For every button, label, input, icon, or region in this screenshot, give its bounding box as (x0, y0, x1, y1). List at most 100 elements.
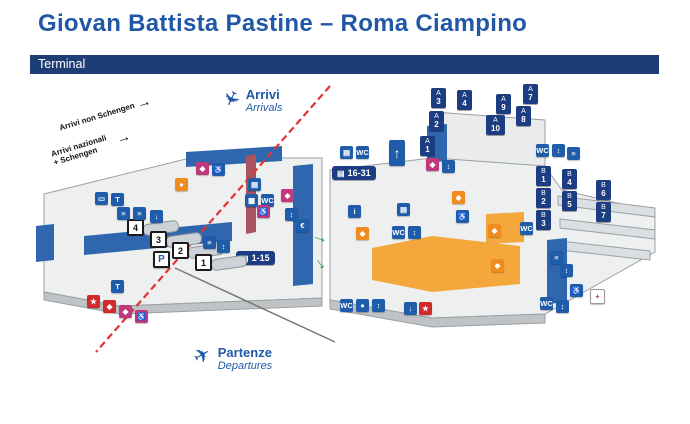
gate-letter: A (425, 138, 430, 145)
currency-exchange-icon: € (296, 219, 309, 232)
carousel-number: 4 (127, 219, 144, 236)
stairs-icon: ≡ (133, 207, 146, 220)
arrivals-label-en: Arrivals (245, 102, 283, 115)
down-arrow-icon: ↓ (150, 210, 163, 223)
shop-icon: ◆ (196, 162, 209, 175)
checkin-range-label: 16-31 (347, 168, 371, 178)
elevator-icon: ↕ (560, 264, 573, 277)
elevator-icon: ↕ (442, 160, 455, 173)
arrivals-walkway (186, 146, 282, 167)
gate-letter: B (541, 168, 546, 175)
checkin-desks-16-31-sign: ▤ 16-31 (332, 166, 376, 180)
first-aid-icon: + (590, 289, 605, 304)
shop-icon: ◆ (119, 305, 132, 318)
retail-area-main (372, 236, 520, 292)
gate-number: 7 (528, 93, 533, 102)
gate-letter: A (434, 113, 439, 120)
stairs-icon: ≡ (567, 147, 580, 160)
accessible-toilet-icon: ♿ (570, 284, 583, 297)
accessible-toilet-icon: ♿ (456, 210, 469, 223)
gate-number: 5 (567, 200, 572, 209)
gate-letter: B (541, 212, 546, 219)
gate-letter: B (601, 204, 606, 211)
security-icon: ★ (419, 302, 432, 315)
accessible-toilet-icon: ♿ (212, 163, 225, 176)
checkin-desk-icon: ▤ (337, 168, 345, 178)
shop-icon: ◆ (281, 189, 294, 202)
toilet-icon: WC (356, 146, 369, 159)
gate-letter: B (567, 171, 572, 178)
terminal-section-label: Terminal (30, 55, 659, 74)
gate-letter: B (601, 182, 606, 189)
gate-letter: B (541, 190, 546, 197)
gate-number: 6 (601, 189, 606, 198)
cafe-icon: ◆ (488, 224, 501, 237)
toilet-icon: WC (536, 144, 549, 157)
gate-letter: A (462, 92, 467, 99)
gate-number: 2 (434, 120, 439, 129)
down-arrow-icon: ↓ (404, 302, 417, 315)
departures-hall-wall (329, 299, 546, 328)
gate-letter: A (493, 117, 498, 124)
toilet-icon: WC (540, 297, 553, 310)
departures-plane-icon: ✈ (189, 342, 216, 370)
shop-icon: ◆ (426, 158, 439, 171)
carousel-number: 2 (172, 242, 189, 259)
taxi-icon: T (111, 280, 124, 293)
carousel-number: 1 (195, 254, 212, 271)
gate-number: 3 (541, 219, 546, 228)
gate-number: 10 (491, 124, 500, 133)
gate-number: 4 (567, 178, 572, 187)
baggage-claim-icon: ▤ (248, 178, 261, 191)
left-entrance-block (36, 224, 54, 262)
elevator-icon: ↕ (372, 299, 385, 312)
direction-arrow-icon: → (114, 127, 133, 147)
assistance-icon: ♿ (135, 310, 148, 323)
stairs-icon: ≡ (550, 251, 563, 264)
baggage-cart-icon: ▦ (245, 194, 258, 207)
flow-direction-arrow: → (309, 250, 336, 275)
page-title: Giovan Battista Pastine – Roma Ciampino (38, 10, 528, 37)
checkin-range-label: 1-15 (251, 253, 270, 263)
meeting-point-icon: ● (175, 178, 188, 191)
toilet-icon: WC (261, 194, 274, 207)
duty-free-icon: ◆ (452, 191, 465, 204)
toilet-icon: WC (392, 226, 405, 239)
passport-control-icon: ▤ (397, 203, 410, 216)
arrivals-label: ✈ Arrivi Arrivals (217, 86, 283, 115)
non-schengen-arrivals-label: Arrivi non Schengen → (57, 92, 153, 135)
gate-letter: A (528, 86, 533, 93)
flow-direction-arrow: → (309, 224, 332, 249)
baggage-carousel (210, 254, 248, 272)
toilet-icon: WC (340, 299, 353, 312)
gate-number: 9 (501, 103, 506, 112)
national-schengen-text: Arrivi nazionali + Schengen (50, 133, 108, 168)
elevator-icon: ↕ (217, 240, 230, 253)
gate-letter: A (436, 90, 441, 97)
police-icon: ★ (87, 295, 100, 308)
elevator-icon: ↕ (552, 144, 565, 157)
nursery-icon: ● (356, 299, 369, 312)
gate-number: 2 (541, 197, 546, 206)
gate-letter: B (567, 193, 572, 200)
gate-number: 1 (425, 145, 430, 154)
stairs-icon: ≡ (203, 236, 216, 249)
arrivals-label-it: Arrivi (245, 87, 280, 102)
departures-label-en: Departures (217, 360, 273, 373)
schengen-divider-line (95, 85, 331, 353)
direction-arrow-icon: → (134, 92, 153, 112)
departures-label: ✈ Partenze Departures (190, 342, 273, 373)
